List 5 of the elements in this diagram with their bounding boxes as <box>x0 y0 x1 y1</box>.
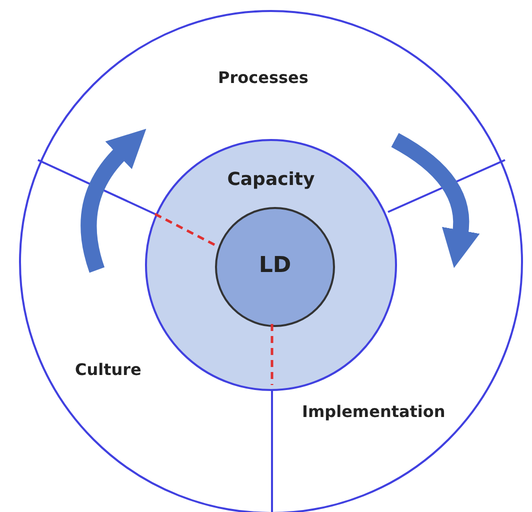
sector-label: Processes <box>218 68 308 87</box>
sector-label: Implementation <box>302 402 446 421</box>
node-label: LD <box>258 253 292 278</box>
sector-label: Culture <box>75 360 142 379</box>
node-label: Capacity <box>226 169 316 190</box>
